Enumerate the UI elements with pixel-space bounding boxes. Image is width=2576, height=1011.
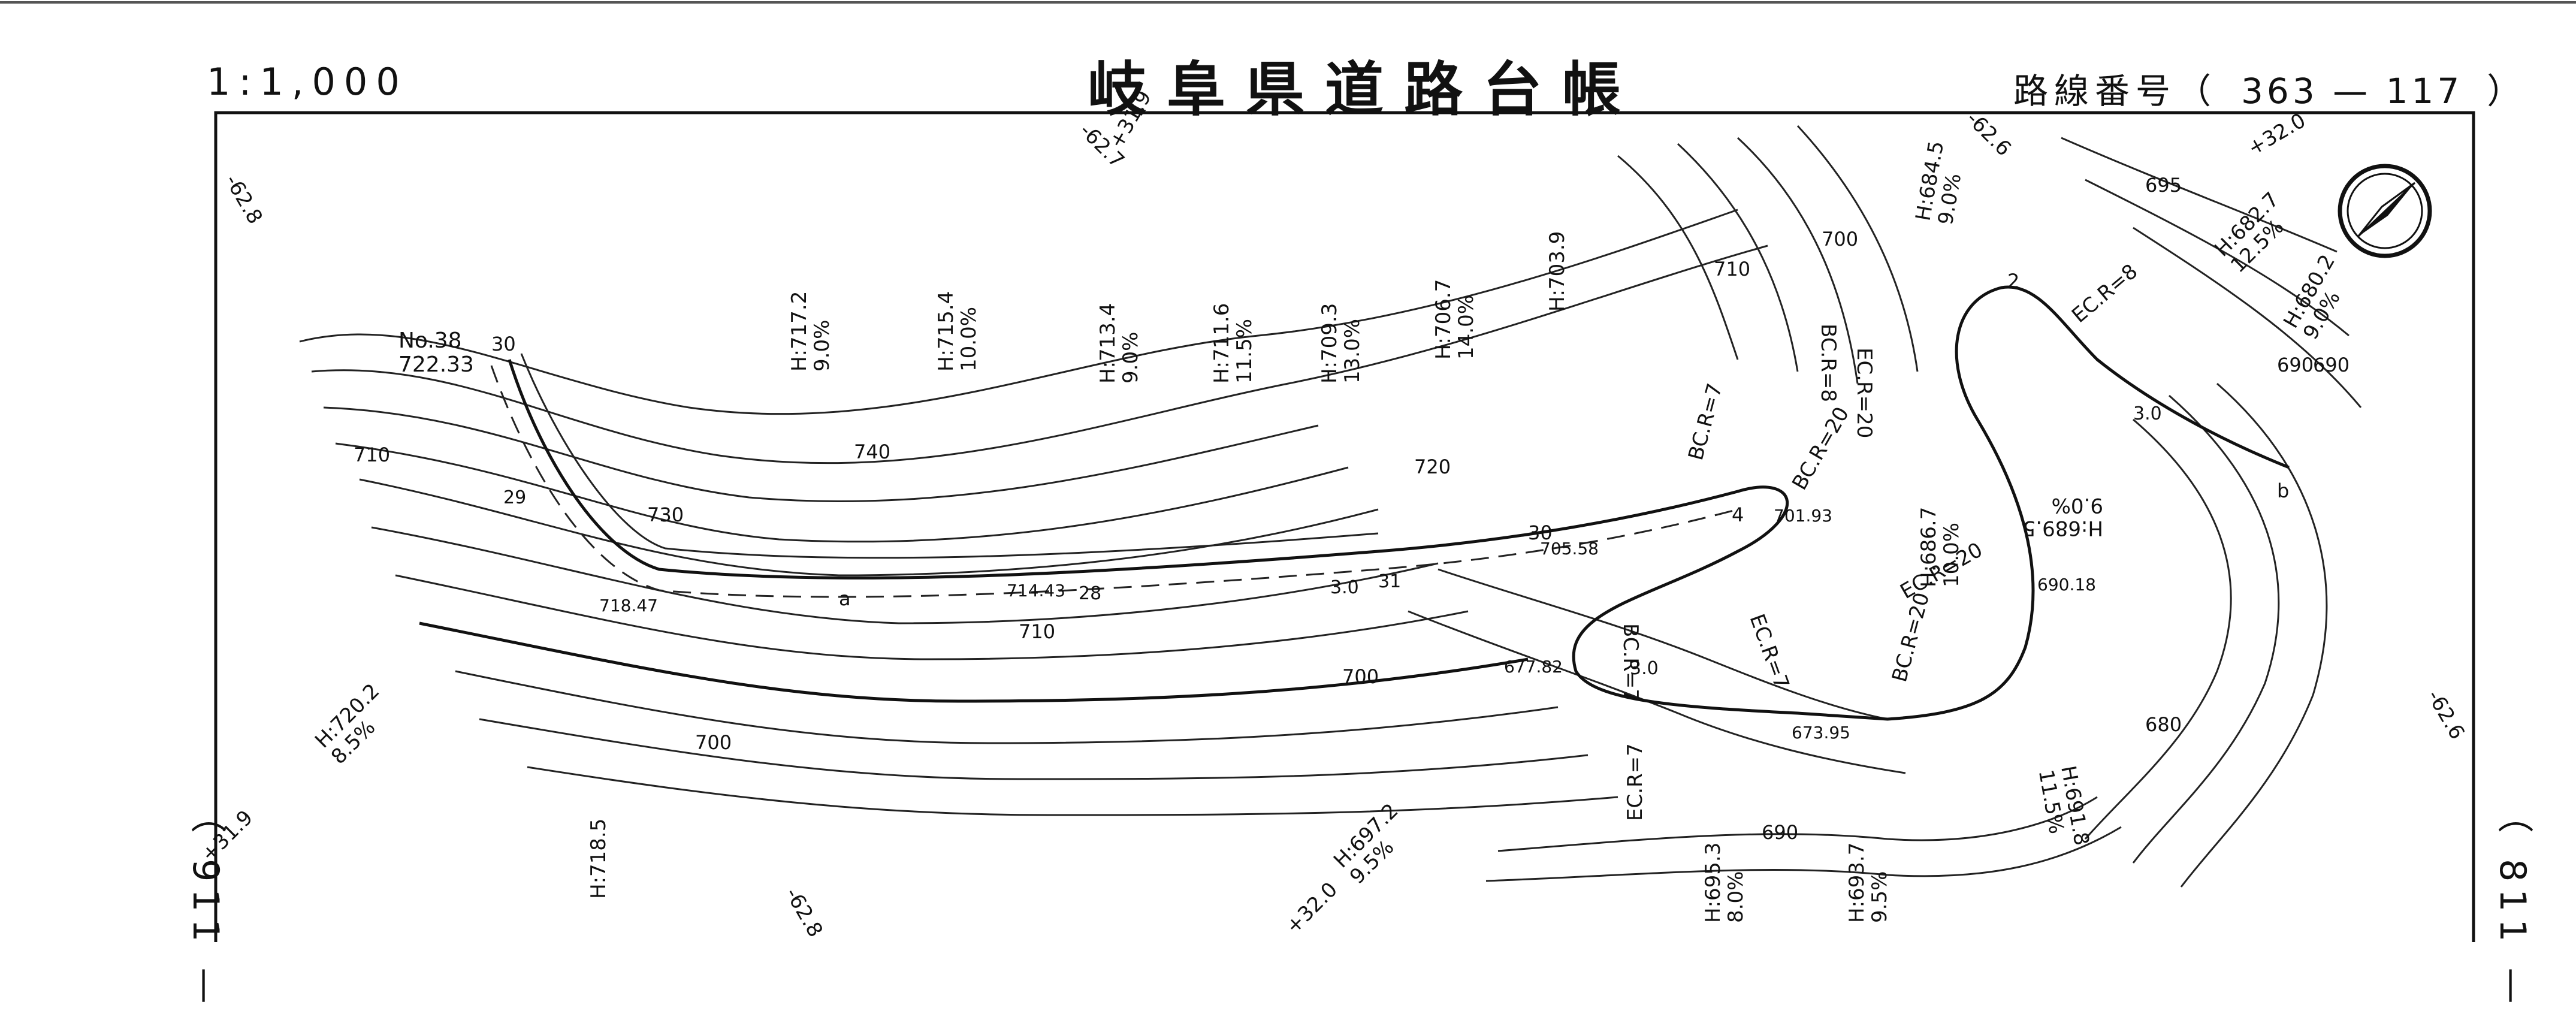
contour-label: 680 [2145,713,2182,736]
curve-label: BC.R=7 [1684,381,1728,463]
station-label: 31 [1378,571,1401,592]
edge-mark: -62.6 [2422,686,2469,744]
station-label: 29 [503,487,526,508]
grade-pct: 10.0% [1940,523,1964,587]
curve-label: BC.R=7 [1618,623,1642,702]
station-label: 3.0 [1630,658,1659,679]
grade-h: H:695.3 [1701,843,1725,923]
map-frame [214,111,2475,942]
station-label: 4 [1732,503,1744,526]
edge-mark: +31.9 [1104,86,1156,152]
contour-label: 700 [695,731,732,754]
contour-label: 695 [2145,174,2182,197]
curve-label: EC.R=8 [2067,259,2142,328]
grade-h: H:715.4 [934,291,958,372]
station-label: b [2277,479,2289,502]
contour-label: 700 [1342,665,1379,688]
grade-h: H:686.7 [1917,507,1941,587]
curve-label: BC.R=8 [1816,324,1840,402]
route-number-label: 路線番号（ 363 — 117 ） [2013,63,2527,113]
contour-label: 740 [854,440,890,463]
curve-label: EC.R=7 [1745,611,1794,692]
station-label: 28 [1079,583,1101,604]
north-arrow-icon [2338,164,2432,258]
route-number-suffix: ） [2487,71,2528,111]
route-number-value: 363 — 117 [2241,71,2463,111]
edge-mark: -62.6 [1962,107,2016,161]
contour-label: 710 [1019,620,1055,643]
grade-h: H:718.5 [587,819,611,899]
contour-labels: 740 730 720 710 710 700 700 700 710 690 … [354,174,2349,844]
elevation-label: 677.82 [1504,657,1563,677]
grade-h: H:689.5 [2023,516,2103,540]
curve-label: EC.R=7 [1623,743,1647,821]
grade-pct: 13.0% [1340,319,1364,384]
elevation-label: 690.18 [2037,575,2096,594]
elevation-label: 714.43 [1007,581,1065,600]
edge-mark: +31.9 [197,805,258,867]
station-label: 2 [2007,270,2019,292]
contour-label: 690 [2277,354,2314,376]
grade-labels: H:717.29.0% H:715.410.0% H:713.49.0% H:7… [310,139,2345,923]
station-label: a [839,587,851,610]
contour-label: 690 [1762,821,1798,844]
elevation-label: 673.95 [1792,723,1850,743]
station-label: 30 [491,333,516,355]
elevation-label: 722.33 [398,352,474,377]
grade-pct: 10.0% [957,307,981,372]
grade-pct: 9.0% [810,320,834,372]
grade-h: H:709.3 [1318,303,1342,384]
curve-label: BC.R=20 [1787,403,1854,494]
grade-h: H:713.4 [1096,303,1120,384]
grade-pct: 8.0% [1724,871,1748,923]
edge-mark: -62.8 [780,884,828,941]
grade-pct: 14.0% [1454,295,1478,360]
curve-label: EC.R=20 [1852,348,1876,438]
station-label: 3.0 [2133,403,2162,424]
elevation-label: 705.58 [1540,539,1599,559]
station-label: No.38 [398,328,462,353]
curve-label: BC.R=20 [1888,590,1934,685]
grade-h: H:703.9 [1545,231,1569,312]
map-scale: 1:1,000 [207,60,408,104]
grade-pct: 9.0% [1119,332,1143,384]
contour-label: 730 [647,503,684,526]
edge-mark: +32.0 [2244,108,2310,161]
grade-pct: 9.0% [2052,493,2103,517]
grade-h: H:706.7 [1432,279,1455,360]
grade-h: H:693.7 [1845,843,1869,923]
route-number-prefix: 路線番号（ [2013,71,2218,111]
grade-h: H:717.2 [787,291,811,372]
contour-label: 710 [354,443,390,466]
station-label: 3.0 [1330,577,1359,598]
elevation-label: 718.47 [599,596,658,615]
road-labels: No.38 30 29 28 a b 30 31 3.0 3.0 4 2 3.0… [398,270,2289,743]
elevation-label: 701.93 [1774,506,1832,526]
grade-pct: 11.5% [1233,319,1257,384]
contour-label: 720 [1414,455,1451,478]
contour-lines [299,125,2362,888]
road-map: No.38 30 29 28 a b 30 31 3.0 3.0 4 2 3.0… [0,1,2576,942]
station-label: 30 [1528,521,1553,544]
edge-mark: +32.0 [1281,877,1342,938]
contour-label: 700 [1822,228,1858,251]
edge-mark: -62.8 [220,171,267,228]
grade-pct: 9.5% [1868,871,1892,923]
contour-label: 690 [2313,354,2349,376]
contour-label: 710 [1714,258,1750,280]
road-alignment [490,285,2290,721]
grade-h: H:711.6 [1210,303,1234,384]
